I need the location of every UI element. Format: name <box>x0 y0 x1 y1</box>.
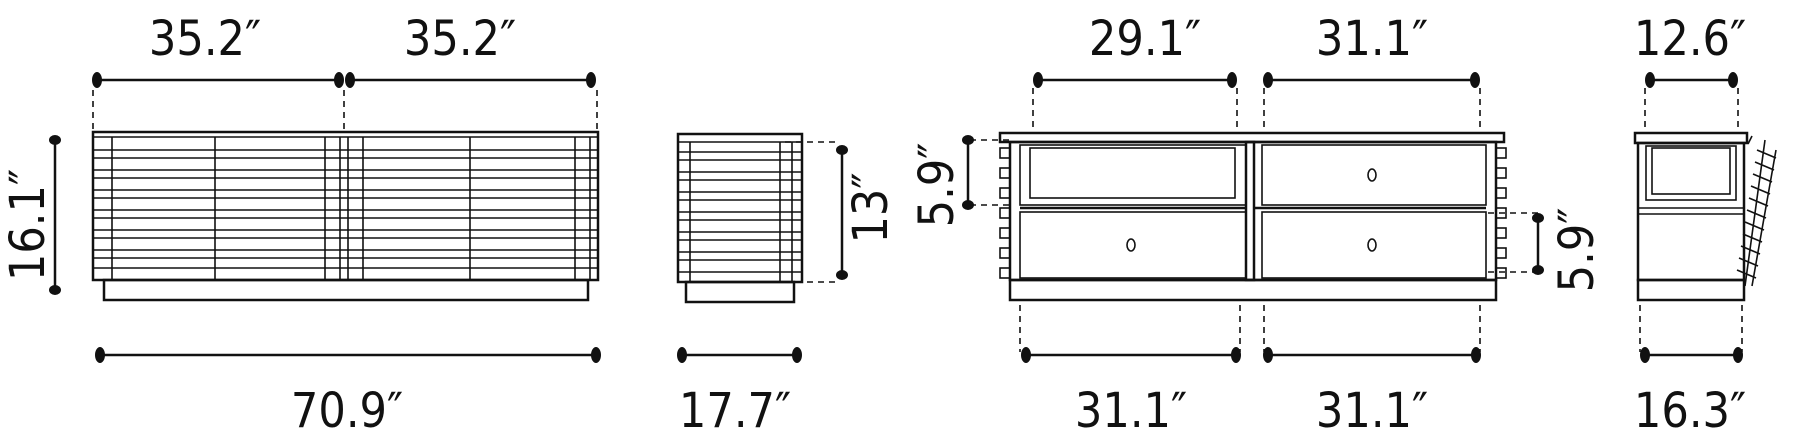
open-bottom-right-label: 31.1″ <box>1316 383 1428 439</box>
end-bottom-label: 16.3″ <box>1634 383 1746 439</box>
side-depth-label: 17.7″ <box>679 383 791 439</box>
front-total-width-label: 70.9″ <box>291 383 403 439</box>
side-height-dimension-line <box>785 141 848 283</box>
front-view: 35.2″ 35.2″ 16.1″ <box>0 11 601 439</box>
open-left-height-label: 5.9″ <box>909 143 965 228</box>
front-height-label: 16.1″ <box>0 169 56 281</box>
open-top-right-label: 31.1″ <box>1316 11 1428 67</box>
front-width-right-label: 35.2″ <box>404 11 516 67</box>
end-top-dimension-line <box>1644 72 1739 134</box>
front-width-left-label: 35.2″ <box>149 11 261 67</box>
drawer-knob <box>1367 238 1377 252</box>
end-view: 12.6″ <box>1633 11 1777 439</box>
front-cabinet <box>91 130 600 302</box>
open-top-dimension-lines <box>1032 72 1481 134</box>
side-view: 13″ 17.7″ <box>676 132 899 439</box>
open-right-height-label: 5.9″ <box>1549 208 1605 293</box>
end-top-label: 12.6″ <box>1634 11 1746 67</box>
end-cabinet <box>1633 131 1777 302</box>
front-height-dimension-line <box>49 135 61 295</box>
slanted-slat-panel <box>1736 135 1777 287</box>
side-cabinet <box>676 132 804 304</box>
side-height-label: 13″ <box>843 172 899 243</box>
open-view: 29.1″ 31.1″ 5.9″ <box>909 11 1605 439</box>
open-top-left-label: 29.1″ <box>1089 11 1201 67</box>
open-bottom-dimension-lines <box>1019 305 1481 363</box>
drawer-knob <box>1367 168 1377 182</box>
drawer-knob <box>1126 238 1136 252</box>
front-bottom-dimension-line <box>95 347 601 363</box>
side-bottom-dimension-line <box>677 347 802 363</box>
open-right-height-dimension-line <box>1488 212 1544 275</box>
open-left-height-dimension-line <box>962 135 1010 210</box>
end-bottom-dimension-line <box>1639 305 1743 363</box>
front-top-dimension-lines <box>92 72 598 132</box>
open-cabinet <box>998 131 1507 302</box>
open-bottom-left-label: 31.1″ <box>1075 383 1187 439</box>
